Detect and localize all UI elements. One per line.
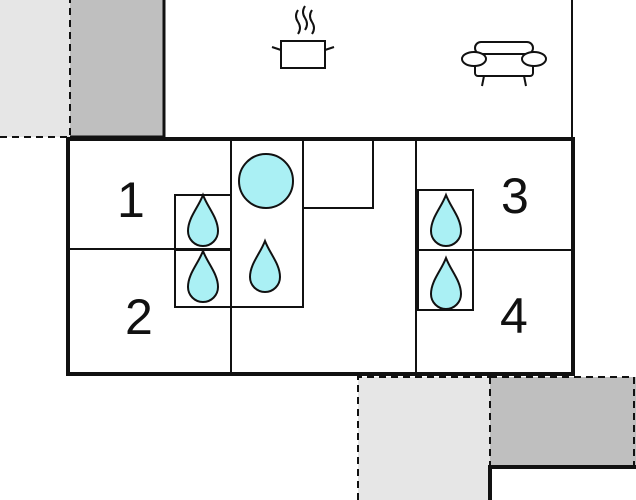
- sofa-icon: [461, 41, 547, 87]
- interior-walls: [68, 138, 573, 374]
- outside-area-dark: [70, 0, 164, 137]
- terrace-dark: [490, 377, 636, 467]
- living-room-wall: [163, 0, 573, 138]
- annex-wall: [488, 465, 636, 500]
- shower-drop-icon-4: [429, 192, 463, 247]
- shower-drop-icon-5: [429, 255, 463, 310]
- room-number-3: 3: [501, 168, 529, 224]
- bathtub-icon: [238, 153, 294, 209]
- shower-drop-icon-2: [186, 248, 220, 303]
- room-number-2: 2: [125, 289, 153, 345]
- terrace-light: [358, 377, 490, 500]
- outside-area-light: [0, 0, 70, 137]
- cooking-pot-icon: [271, 5, 335, 69]
- building-outer-wall: [66, 137, 575, 376]
- terrace-dashed-edge: [357, 376, 635, 500]
- shower-drop-icon-3: [248, 238, 282, 293]
- shower-drop-icon-1: [186, 192, 220, 247]
- outside-area-dashed-edge: [0, 0, 71, 138]
- room-number-4: 4: [500, 288, 528, 344]
- room-number-1: 1: [117, 172, 145, 228]
